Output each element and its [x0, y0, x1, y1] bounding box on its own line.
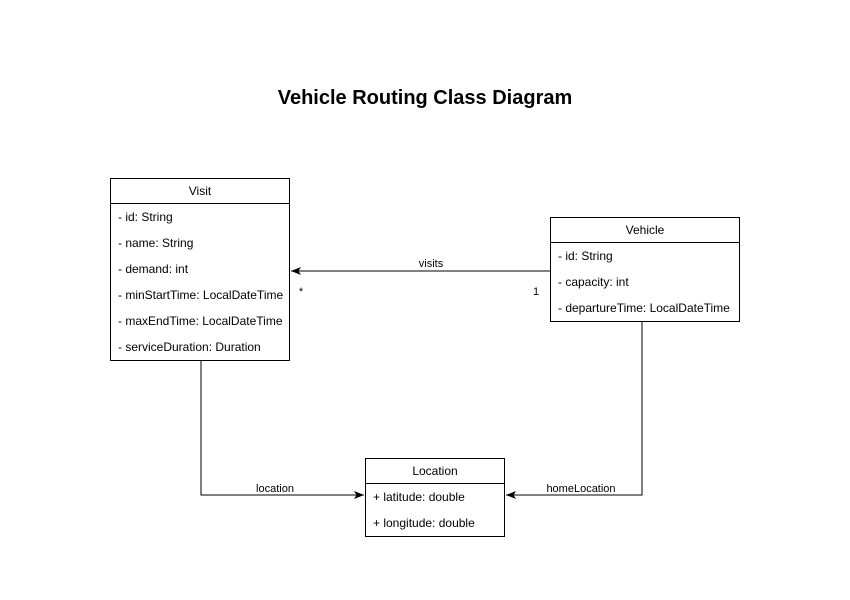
- class-visit-attribute-maxendtime: - maxEndTime: LocalDateTime: [118, 314, 283, 328]
- class-vehicle-attribute-id: - id: String: [558, 249, 613, 263]
- class-vehicle-attribute-departuretime: - departureTime: LocalDateTime: [558, 301, 730, 315]
- class-visit-attribute-id: - id: String: [118, 210, 173, 224]
- class-visit-attribute-name: - name: String: [118, 236, 194, 250]
- diagram-title: Vehicle Routing Class Diagram: [277, 87, 573, 109]
- class-location-attribute-longitude: + longitude: double: [373, 516, 475, 530]
- class-visit-attribute-serviceduration: - serviceDuration: Duration: [118, 340, 261, 354]
- class-location-name: Location: [366, 459, 504, 484]
- class-visit: Visit - id: String - name: String - dema…: [110, 178, 290, 361]
- homelocation-edge-label: homeLocation: [546, 483, 615, 495]
- class-visit-attribute-demand: - demand: int: [118, 262, 189, 276]
- class-vehicle-attribute-capacity: - capacity: int: [558, 275, 629, 289]
- class-vehicle: Vehicle - id: String - capacity: int - d…: [550, 217, 740, 322]
- homelocation-edge-line: [506, 320, 643, 499]
- visits-target-multiplicity: *: [299, 286, 304, 298]
- visits-edge-label: visits: [419, 258, 444, 270]
- class-location: Location + latitude: double + longitude:…: [365, 458, 505, 537]
- class-visit-attribute-minstarttime: - minStartTime: LocalDateTime: [118, 288, 284, 302]
- class-location-attribute-latitude: + latitude: double: [373, 490, 465, 504]
- class-visit-name: Visit: [111, 179, 289, 204]
- class-vehicle-name: Vehicle: [551, 218, 739, 243]
- visits-source-multiplicity: 1: [533, 286, 539, 298]
- location-edge-label: location: [256, 483, 294, 495]
- location-edge-line: [200, 360, 364, 499]
